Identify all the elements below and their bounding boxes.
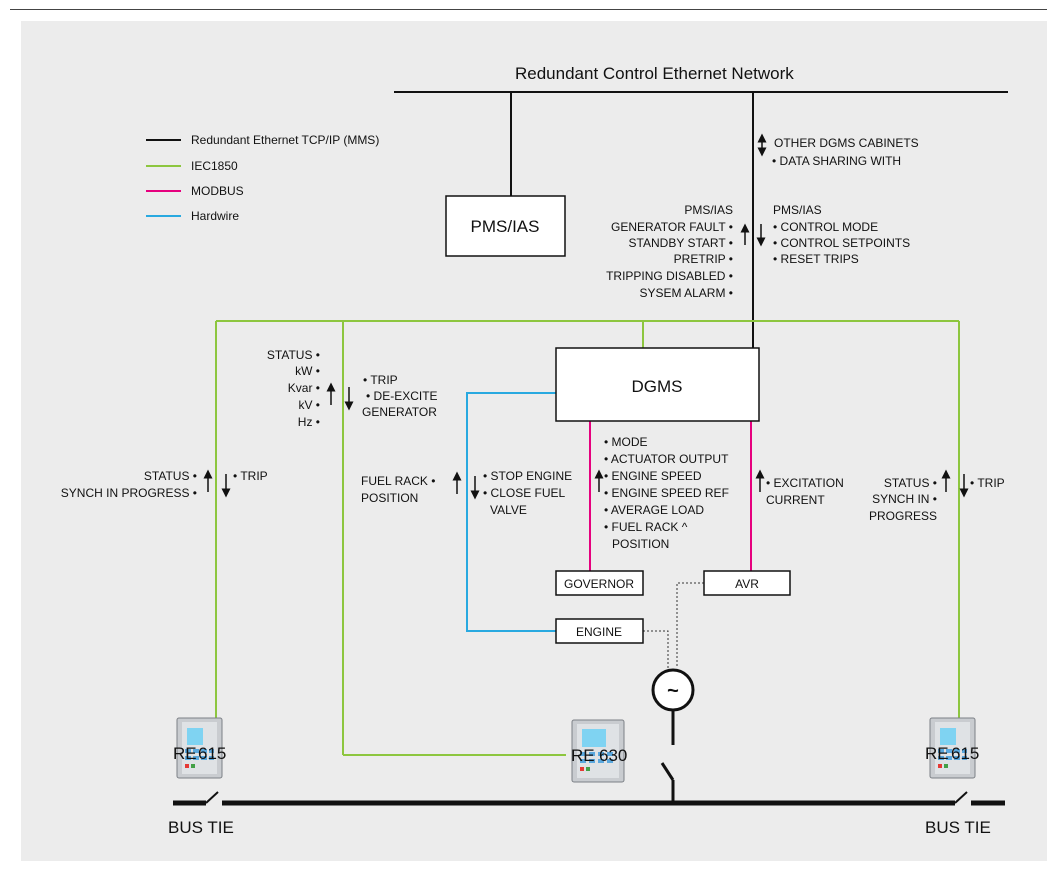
svg-text:SYNCH IN •: SYNCH IN • — [872, 492, 937, 506]
svg-text:GENERATOR FAULT •: GENERATOR FAULT • — [611, 220, 733, 234]
svg-text:STANDBY START •: STANDBY START • — [629, 236, 733, 250]
relay-prefix: RE — [571, 746, 595, 765]
avr-label: AVR — [735, 577, 759, 591]
signals-engine-commands: • STOP ENGINE • CLOSE FUEL VALVE — [483, 469, 572, 517]
svg-text:TRIPPING DISABLED •: TRIPPING DISABLED • — [606, 269, 733, 283]
svg-text:PRETRIP •: PRETRIP • — [674, 252, 733, 266]
svg-text:• TRIP: • TRIP — [363, 373, 398, 387]
svg-text:PMS/IAS: PMS/IAS — [773, 203, 822, 217]
relay-model: 615 — [951, 744, 979, 763]
svg-text:• CLOSE FUEL: • CLOSE FUEL — [483, 486, 566, 500]
legend-label-ethernet: Redundant Ethernet TCP/IP (MMS) — [191, 133, 379, 147]
relay-icon — [929, 717, 976, 779]
bus-tie-switches[interactable] — [205, 791, 968, 804]
svg-text:STATUS •: STATUS • — [267, 348, 320, 362]
iec-lines — [215, 320, 960, 756]
svg-text:PMS/IAS: PMS/IAS — [684, 203, 733, 217]
svg-text:• ENGINE SPEED REF: • ENGINE SPEED REF — [604, 486, 729, 500]
relay-re630-center[interactable]: RE 630 — [571, 719, 627, 783]
generator-feeder — [660, 710, 675, 803]
svg-text:OTHER DGMS CABINETS: OTHER DGMS CABINETS — [774, 136, 919, 150]
svg-text:Hz •: Hz • — [298, 415, 320, 429]
svg-text:• CONTROL SETPOINTS: • CONTROL SETPOINTS — [773, 236, 910, 250]
generator-symbol: ~ — [667, 680, 679, 702]
svg-text:• MODE: • MODE — [604, 435, 648, 449]
governor-block[interactable]: GOVERNOR — [555, 570, 644, 596]
engine-label: ENGINE — [576, 625, 622, 639]
signals-to-pms: PMS/IAS GENERATOR FAULT • STANDBY START … — [606, 203, 733, 300]
avr-block[interactable]: AVR — [703, 570, 791, 596]
signals-governor-data: • MODE • ACTUATOR OUTPUT • ENGINE SPEED … — [604, 435, 729, 551]
svg-text:• FUEL RACK ^: • FUEL RACK ^ — [604, 520, 688, 534]
bus-tie-left-label: BUS TIE — [168, 818, 234, 837]
relay-prefix: RE — [173, 744, 197, 763]
signals-gen-measure: STATUS • kW • Kvar • kV • Hz • — [267, 348, 320, 429]
network-title: Redundant Control Ethernet Network — [515, 64, 794, 83]
svg-text:GENERATOR: GENERATOR — [362, 405, 437, 419]
svg-text:• EXCITATION: • EXCITATION — [766, 476, 844, 490]
legend-label-hardwire: Hardwire — [191, 209, 239, 223]
svg-text:kW •: kW • — [295, 364, 320, 378]
svg-text:• RESET TRIPS: • RESET TRIPS — [773, 252, 859, 266]
svg-text:• ACTUATOR OUTPUT: • ACTUATOR OUTPUT — [604, 452, 729, 466]
legend-label-modbus: MODBUS — [191, 184, 244, 198]
relay-prefix: RE — [925, 744, 949, 763]
signals-right-status: STATUS • SYNCH IN • PROGRESS — [869, 476, 937, 523]
signals-from-pms: PMS/IAS • CONTROL MODE • CONTROL SETPOIN… — [773, 203, 910, 266]
signals-gen-commands: • TRIP • DE-EXCITE GENERATOR — [362, 373, 438, 419]
svg-text:• STOP ENGINE: • STOP ENGINE — [483, 469, 572, 483]
svg-text:PROGRESS: PROGRESS — [869, 509, 937, 523]
svg-text:STATUS •: STATUS • — [884, 476, 937, 490]
svg-text:POSITION: POSITION — [612, 537, 669, 551]
signals-excitation: • EXCITATION CURRENT — [766, 476, 844, 507]
sensing-lines — [643, 582, 704, 668]
svg-text:Kvar •: Kvar • — [288, 381, 320, 395]
svg-text:kV •: kV • — [298, 398, 320, 412]
top-rule — [10, 9, 1047, 10]
governor-label: GOVERNOR — [564, 577, 634, 591]
svg-text:VALVE: VALVE — [490, 503, 527, 517]
svg-text:POSITION: POSITION — [361, 491, 418, 505]
pms-ias-label: PMS/IAS — [471, 217, 540, 236]
svg-text:• DATA SHARING WITH: • DATA SHARING WITH — [772, 154, 901, 168]
svg-text:FUEL RACK •: FUEL RACK • — [361, 474, 435, 488]
relay-icon — [176, 717, 223, 779]
signal-arrows — [203, 133, 969, 500]
svg-text:• AVERAGE LOAD: • AVERAGE LOAD — [604, 503, 704, 517]
pms-ias-block[interactable]: PMS/IAS — [445, 195, 566, 257]
signals-fuel-rack: FUEL RACK • POSITION — [361, 474, 435, 505]
engine-block[interactable]: ENGINE — [555, 618, 644, 644]
dgms-label: DGMS — [632, 377, 683, 396]
svg-text:SYSEM ALARM •: SYSEM ALARM • — [639, 286, 733, 300]
signal-right-trip: • TRIP — [970, 476, 1005, 490]
signal-left-trip: • TRIP — [233, 469, 268, 483]
legend-label-iec: IEC1850 — [191, 159, 238, 173]
relay-model: 615 — [198, 744, 226, 763]
bus-tie-right-label: BUS TIE — [925, 818, 991, 837]
svg-text:• ENGINE SPEED: • ENGINE SPEED — [604, 469, 702, 483]
dgms-block[interactable]: DGMS — [555, 347, 760, 422]
modbus-lines — [589, 421, 752, 571]
generator[interactable]: ~ — [651, 668, 695, 712]
ethernet-network-lines — [394, 91, 1008, 348]
relay-re615-left[interactable]: RE 615 — [173, 717, 226, 779]
svg-text:• DE-EXCITE: • DE-EXCITE — [366, 389, 438, 403]
relay-model: 630 — [599, 746, 627, 765]
signals-cabinets: OTHER DGMS CABINETS • DATA SHARING WITH — [772, 136, 919, 168]
signals-left-status: STATUS • SYNCH IN PROGRESS • — [61, 469, 197, 500]
svg-text:• CONTROL MODE: • CONTROL MODE — [773, 220, 878, 234]
svg-text:SYNCH IN PROGRESS •: SYNCH IN PROGRESS • — [61, 486, 197, 500]
relay-icon — [571, 719, 625, 783]
svg-text:CURRENT: CURRENT — [766, 493, 825, 507]
hardwire-line — [466, 392, 556, 632]
svg-text:STATUS •: STATUS • — [144, 469, 197, 483]
relay-re615-right[interactable]: RE 615 — [925, 717, 979, 779]
legend: Redundant Ethernet TCP/IP (MMS) IEC1850 … — [146, 133, 379, 223]
